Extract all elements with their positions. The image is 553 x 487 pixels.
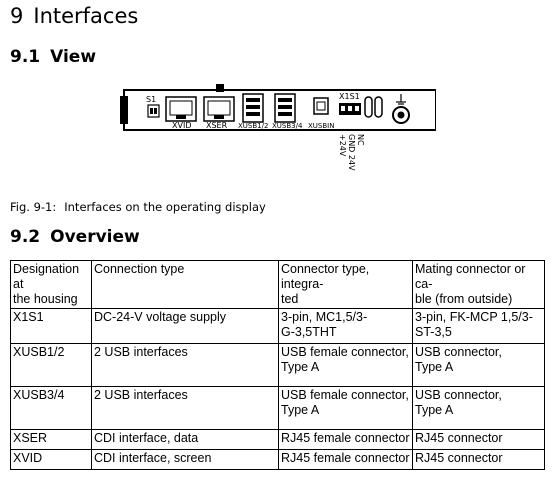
table-cell: RJ45 female connector: [278, 429, 413, 450]
table-row: X1S1 DC-24-V voltage supply 3-pin, MC1,5…: [10, 308, 545, 344]
table-row: XUSB3/4 2 USB interfaces USB female conn…: [10, 386, 545, 430]
table-cell: CDI interface, screen: [91, 449, 279, 470]
caption-label: Fig. 9-1:: [10, 200, 57, 214]
section-number: 9: [10, 4, 24, 28]
view-number: 9.1: [10, 47, 41, 67]
label-plus-24v: +24V: [338, 134, 347, 157]
table-row: XSER CDI interface, data RJ45 female con…: [10, 429, 545, 450]
section-title: Interfaces: [33, 4, 139, 28]
label-gnd-24v: GND 24V: [347, 134, 356, 171]
table-cell: XSER: [10, 429, 92, 450]
header-connector-type: Connector type, integra-ted: [278, 260, 413, 309]
interfaces-figure: S1 XVID XSER XUSB1/2 XUSB3/4 XUSBIN X1S1…: [120, 84, 436, 171]
label-xser: XSER: [206, 121, 228, 130]
table-cell: X1S1: [10, 308, 92, 344]
table-cell: 2 USB interfaces: [91, 343, 279, 387]
view-title: View: [50, 47, 97, 67]
label-s1: S1: [146, 95, 156, 104]
table-cell: DC-24-V voltage supply: [91, 308, 279, 344]
table-cell: XUSB3/4: [10, 386, 92, 430]
table-cell: 2 USB interfaces: [91, 386, 279, 430]
section-heading: 9 Interfaces: [10, 4, 138, 28]
label-xusb34: XUSB3/4: [272, 122, 303, 130]
header-mating-connector: Mating connector or ca-ble (from outside…: [412, 260, 545, 309]
caption-text: Interfaces on the operating display: [64, 200, 266, 214]
table-cell: RJ45 connector: [412, 449, 545, 470]
figure-caption: Fig. 9-1: Interfaces on the operating dis…: [10, 200, 266, 214]
label-xusbin: XUSBIN: [308, 122, 334, 130]
table-row: XVID CDI interface, screen RJ45 female c…: [10, 449, 545, 470]
table-cell: CDI interface, data: [91, 429, 279, 450]
label-xusb12: XUSB1/2: [238, 122, 268, 130]
table-row: XUSB1/2 2 USB interfaces USB female conn…: [10, 343, 545, 387]
view-heading: 9.1 View: [10, 47, 96, 67]
overview-heading: 9.2 Overview: [10, 227, 140, 247]
table-cell: USB female connector,Type A: [278, 386, 413, 430]
header-connection-type: Connection type: [91, 260, 279, 309]
table-cell: RJ45 female connector: [278, 449, 413, 470]
overview-number: 9.2: [10, 227, 41, 247]
label-nc: NC: [356, 134, 365, 146]
table-cell: XVID: [10, 449, 92, 470]
table-cell: USB connector,Type A: [412, 343, 545, 387]
table-cell: 3-pin, MC1,5/3-G-3,5THT: [278, 308, 413, 344]
table-cell: USB female connector,Type A: [278, 343, 413, 387]
table-cell: 3-pin, FK-MCP 1,5/3-ST-3,5: [412, 308, 545, 344]
table-cell: RJ45 connector: [412, 429, 545, 450]
label-xvid: XVID: [172, 121, 191, 130]
label-x1s1: X1S1: [339, 92, 360, 101]
overview-title: Overview: [50, 227, 140, 247]
table-cell: USB connector,Type A: [412, 386, 545, 430]
table-cell: XUSB1/2: [10, 343, 92, 387]
